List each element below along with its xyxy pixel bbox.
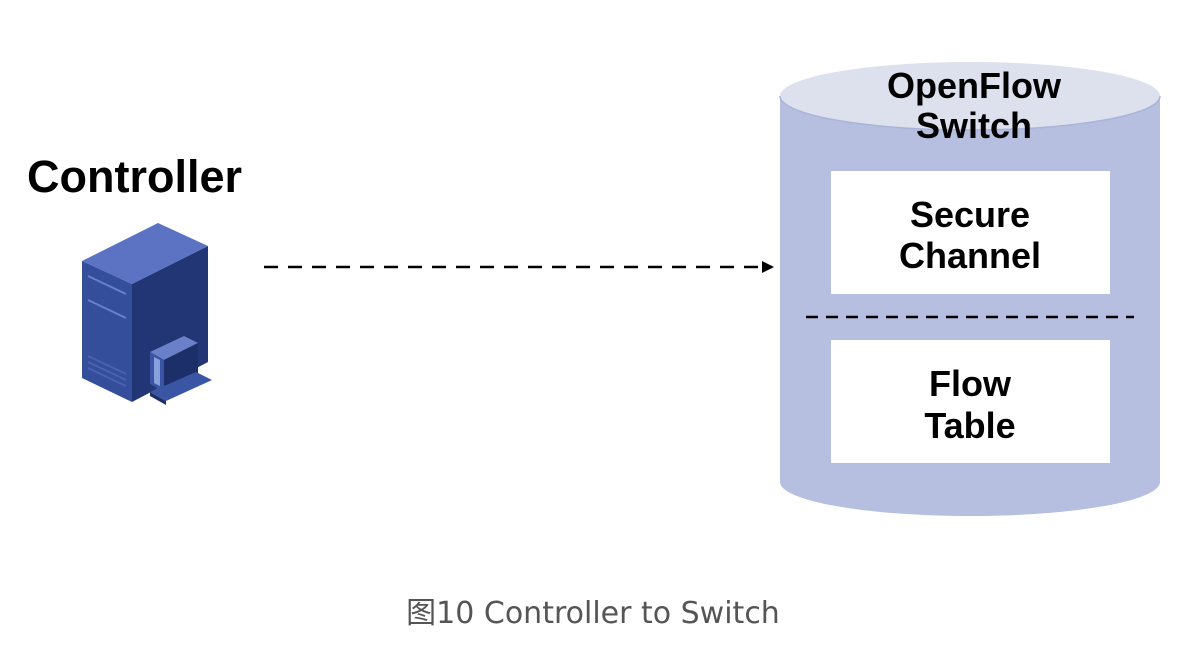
flow-table-label-line1: Flow: [929, 363, 1012, 404]
figure-caption: 图10 Controller to Switch: [406, 596, 780, 631]
secure-channel-label-line2: Channel: [899, 235, 1041, 276]
switch-title-line2: Switch: [916, 105, 1032, 146]
flow-table-label-line2: Table: [924, 405, 1015, 446]
controller-label: Controller: [27, 151, 242, 202]
flow-table-box: [831, 340, 1110, 463]
switch-title-line1: OpenFlow: [887, 65, 1062, 106]
server-tower-icon: [82, 223, 212, 405]
secure-channel-label-line1: Secure: [910, 194, 1030, 235]
secure-channel-box: [831, 171, 1110, 294]
